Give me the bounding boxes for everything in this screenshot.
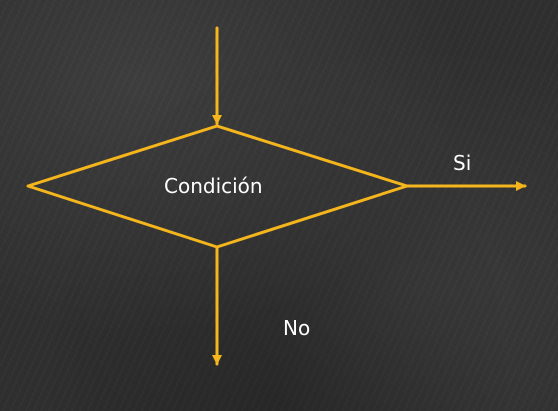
decision-condition-label: Condición	[164, 174, 263, 198]
yes-branch-label: Si	[453, 151, 472, 175]
no-branch-label: No	[283, 316, 311, 340]
